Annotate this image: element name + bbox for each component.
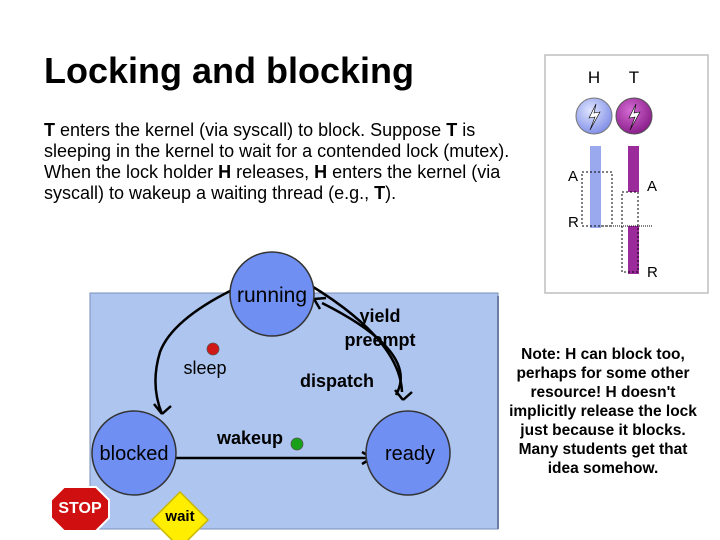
intro-text: enters the kernel (via syscall) to block… — [55, 120, 447, 140]
thread-t-ref: T — [374, 183, 386, 203]
thread-panel — [544, 54, 709, 294]
acquire-t-label: A — [647, 178, 657, 195]
dispatch-label: dispatch — [300, 371, 374, 391]
release-t-label: R — [647, 264, 658, 281]
thread-h-ref: H — [605, 384, 617, 401]
release-h-label: R — [568, 214, 579, 231]
sleep-dot — [206, 342, 220, 356]
intro-text: enters the kernel (via syscall) to wakeu… — [44, 162, 501, 203]
wakeup-label: wakeup — [216, 428, 283, 448]
note-text: can block too, perhaps for some other re… — [516, 346, 690, 401]
intro-text: is sleeping in the kernel to wait for a … — [44, 120, 510, 182]
thread-t-ref: T — [446, 120, 458, 140]
state-running — [229, 251, 315, 337]
running-label: running — [237, 284, 307, 307]
ready-label: ready — [385, 443, 435, 465]
page-title: Locking and blocking — [44, 50, 415, 91]
thread-t-bar — [628, 226, 639, 274]
intro-text: releases, — [231, 162, 315, 182]
lock-hold-h — [581, 171, 613, 227]
lightning-icon — [588, 103, 601, 131]
preempt-label: preempt — [344, 330, 415, 350]
sleep-arrow — [154, 288, 233, 415]
intro-text: ). — [385, 183, 397, 203]
yield-arrow — [309, 283, 404, 393]
wait-sign-icon — [150, 490, 210, 540]
wakeup-dot — [290, 437, 304, 451]
state-ready — [365, 410, 451, 496]
acquire-h-label: A — [568, 168, 578, 185]
thread-h-ref: H — [565, 346, 577, 363]
stop-sign-icon — [50, 486, 110, 532]
thread-t-label: T — [629, 68, 639, 87]
dispatch-arrow — [321, 301, 402, 396]
lock-wait-t — [621, 191, 639, 273]
sleep-label: sleep — [183, 358, 226, 378]
thread-h-ref: H — [218, 162, 232, 182]
yield-label: yield — [359, 306, 400, 326]
thread-t-bar — [628, 146, 639, 192]
stop-text: STOP — [58, 500, 102, 517]
blocked-label: blocked — [100, 443, 169, 465]
note-keyword: Note — [521, 346, 556, 363]
thread-h-label: H — [588, 68, 600, 87]
thread-h-ref: H — [314, 162, 328, 182]
note-paragraph: Note: H can block too, perhaps for some … — [503, 345, 703, 478]
lightning-icon — [628, 103, 641, 131]
thread-h-bar — [590, 146, 601, 228]
state-blocked — [91, 410, 177, 496]
note-text: doesn't implicitly release the lock just… — [509, 384, 697, 477]
wait-text: wait — [164, 508, 194, 525]
note-text: : — [555, 346, 566, 363]
intro-paragraph: T enters the kernel (via syscall) to blo… — [44, 120, 524, 204]
thread-t-ref: T — [44, 120, 55, 140]
